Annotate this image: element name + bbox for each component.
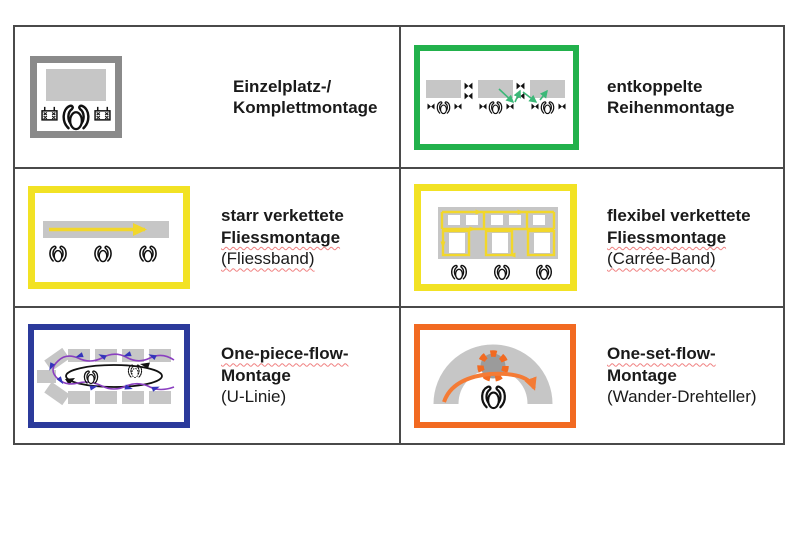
cell-drehteller: One-set-flow- Montage (Wander-Drehteller…: [399, 306, 783, 443]
parts-bin-icon: [531, 103, 539, 109]
buffer-icon: [464, 92, 473, 99]
workbench: [478, 79, 513, 98]
buffer-icon: [516, 82, 525, 89]
u-line-icon: [28, 323, 190, 428]
figure-area: [15, 323, 207, 428]
figure-area: [15, 56, 207, 138]
montage-matrix-table: Einzelplatz-/ Komplettmontage: [13, 25, 785, 445]
label-line: Fliessmontage: [221, 227, 341, 247]
workbench: [46, 69, 106, 101]
label-line: Montage: [607, 365, 677, 385]
cell-label: starr verkettete Fliessmontage (Fliessba…: [221, 205, 344, 270]
workbench: [426, 79, 461, 98]
parts-bin-icon: [558, 103, 566, 109]
parts-bin-icon: [41, 106, 58, 121]
carree-band-icon: [414, 184, 577, 291]
parts-bin-icon: [506, 103, 514, 109]
rotary-table-icon: [414, 323, 576, 428]
single-workstation-icon: [30, 56, 122, 138]
worker-icon: [83, 369, 99, 384]
parts-bin-icon: [94, 106, 111, 121]
parts-bin-icon: [454, 103, 462, 109]
label-line: Einzelplatz-/: [233, 76, 332, 96]
worker-icon: [535, 264, 553, 281]
worker-icon: [488, 100, 503, 114]
cell-carree-band: flexibel verkettete Fliessmontage (Carré…: [399, 167, 783, 306]
carree-slots: [448, 215, 550, 253]
label-line: entkoppelte: [607, 76, 703, 96]
parts-bin-icon: [479, 103, 487, 109]
label-line: Komplettmontage: [233, 98, 378, 117]
cell-u-linie: One-piece-flow- Montage (U-Linie): [15, 306, 399, 443]
worker-icon: [49, 245, 67, 263]
travel-arrow: [442, 371, 537, 403]
cell-reihenmontage: entkoppelte Reihenmontage: [399, 27, 783, 167]
carree-loops: [440, 210, 556, 257]
cell-fliessband: starr verkettete Fliessmontage (Fliessba…: [15, 167, 399, 306]
cell-einzelplatz: Einzelplatz-/ Komplettmontage: [15, 27, 399, 167]
label-line: One-set-flow-: [607, 344, 716, 364]
label-line: Montage: [221, 365, 291, 385]
cell-label: Einzelplatz-/ Komplettmontage: [233, 76, 378, 119]
worker-icon: [481, 385, 506, 409]
cell-label: flexibel verkettete Fliessmontage (Carré…: [607, 205, 751, 270]
buffer-icon: [464, 82, 473, 89]
figure-area: [401, 184, 593, 291]
label-line: starr verkettete: [221, 206, 344, 226]
worker-icon: [436, 100, 451, 114]
figure-area: [401, 44, 593, 150]
label-line: flexibel verkettete: [607, 206, 751, 226]
material-flow-arrows: [498, 87, 548, 103]
worker-icon: [62, 104, 90, 131]
label-line: (Wander-Drehteller): [607, 387, 757, 407]
figure-area: [401, 323, 593, 428]
worker-icon: [540, 100, 555, 114]
flow-arrowheads: [49, 350, 160, 392]
loop-arrows: [440, 209, 525, 258]
worker-icon: [450, 264, 468, 281]
label-line: One-piece-flow-: [221, 344, 349, 364]
worker-icon: [493, 264, 511, 281]
conveyor-belt-icon: [28, 186, 190, 289]
workbench: [530, 79, 565, 98]
decoupled-stations-icon: [414, 44, 579, 150]
label-line: Reihenmontage: [607, 98, 735, 117]
label-line: (Fliessband): [221, 249, 315, 269]
worker-icon: [94, 245, 112, 263]
one-piece-flow-path: [52, 352, 175, 390]
cell-label: entkoppelte Reihenmontage: [607, 76, 735, 119]
worker-loop-path: [65, 363, 163, 388]
cell-label: One-piece-flow- Montage (U-Linie): [221, 343, 349, 408]
cell-label: One-set-flow- Montage (Wander-Drehteller…: [607, 343, 757, 408]
label-line: Fliessmontage: [607, 227, 727, 247]
worker-icon: [139, 245, 157, 263]
label-line: (Carrée-Band): [607, 249, 716, 269]
parts-bin-icon: [427, 103, 435, 109]
loop-arrowhead: [65, 377, 75, 385]
figure-area: [15, 186, 207, 289]
label-line: (U-Linie): [221, 387, 287, 407]
loop-arrowhead: [140, 362, 150, 368]
